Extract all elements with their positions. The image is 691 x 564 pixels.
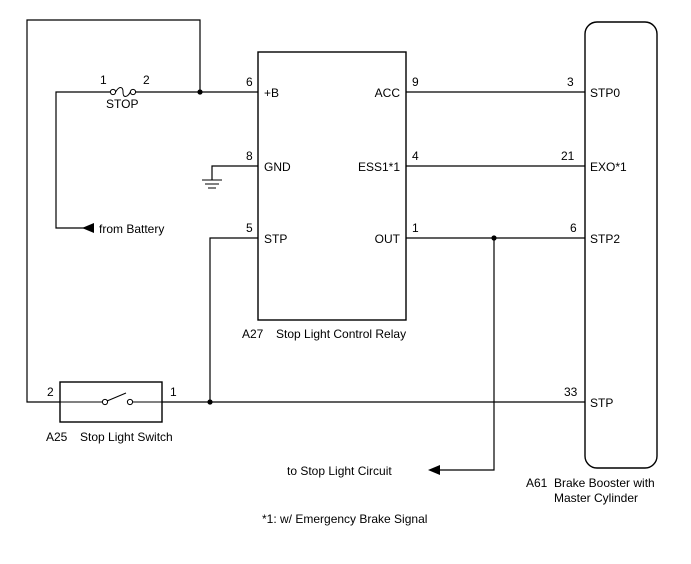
booster-box (584, 21, 658, 469)
relay-pin-gnd-num: 8 (246, 149, 253, 163)
junction-bplus (197, 89, 203, 95)
fuse-pin-right: 2 (143, 73, 150, 87)
booster-pin-stp0-num: 3 (567, 75, 574, 89)
fuse-pin-left: 1 (100, 73, 107, 87)
booster-code: A61 (526, 476, 548, 490)
booster-pin-exo-num: 21 (561, 149, 575, 163)
relay-pin-acc-num: 9 (412, 75, 419, 89)
relay-pin-bplus-label: +B (264, 86, 279, 100)
switch-contact-icon (60, 392, 162, 406)
to-stop-light-arrow (428, 465, 440, 475)
junction-switch-out (207, 399, 213, 405)
wire-bplus-to-switch (26, 19, 201, 403)
booster-pin-stp-label: STP (590, 396, 613, 410)
booster-name-line2: Master Cylinder (554, 491, 638, 505)
booster-pin-stp-num: 33 (564, 385, 578, 399)
switch-name: Stop Light Switch (80, 430, 173, 444)
relay-name: Stop Light Control Relay (276, 327, 406, 341)
from-battery-arrow (82, 223, 94, 233)
switch-pin-left: 2 (47, 385, 54, 399)
booster-pin-stp2-num: 6 (570, 221, 577, 235)
relay-pin-stp-label: STP (264, 232, 287, 246)
relay-pin-stp-num: 5 (246, 221, 253, 235)
booster-pin-stp2-label: STP2 (590, 232, 620, 246)
relay-code: A27 (242, 327, 264, 341)
relay-pin-bplus-num: 6 (246, 75, 253, 89)
booster-name-line1: Brake Booster with (554, 476, 655, 490)
relay-pin-out-num: 1 (412, 221, 419, 235)
ground-icon (202, 179, 222, 189)
stop-fuse-icon (109, 87, 137, 97)
relay-pin-acc-label: ACC (375, 86, 401, 100)
relay-pin-ess-label: ESS1*1 (358, 160, 400, 174)
wire-fuse-to-battery (55, 91, 110, 229)
booster-pin-stp0-label: STP0 (590, 86, 620, 100)
wire-out-to-stop-light (436, 238, 495, 471)
relay-pin-gnd-label: GND (264, 160, 291, 174)
booster-pin-exo-label: EXO*1 (590, 160, 627, 174)
relay-pin-ess-num: 4 (412, 149, 419, 163)
switch-code: A25 (46, 430, 68, 444)
relay-box (257, 51, 407, 321)
from-battery-label: from Battery (99, 222, 164, 236)
footnote: *1: w/ Emergency Brake Signal (262, 512, 427, 526)
wire-gnd (211, 165, 258, 180)
to-stop-light-label: to Stop Light Circuit (287, 464, 392, 478)
fuse-label: STOP (106, 97, 138, 111)
switch-pin-right: 1 (170, 385, 177, 399)
wire-relay-stp-to-switch (209, 237, 258, 402)
relay-pin-out-label: OUT (375, 232, 401, 246)
